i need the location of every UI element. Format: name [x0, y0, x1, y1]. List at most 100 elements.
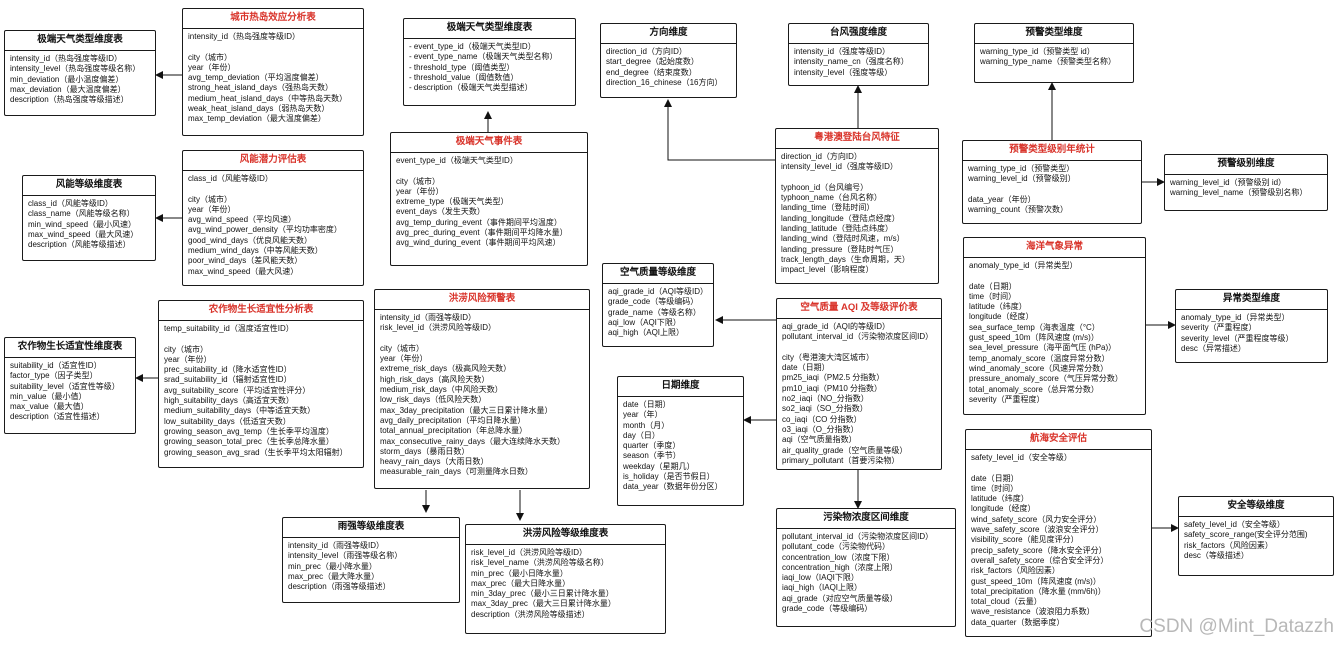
table-field: severity_level（严重程度等级）: [1181, 333, 1294, 343]
table-field: description（适宜性描述）: [10, 412, 105, 422]
table-field: latitude（纬度）: [969, 302, 1027, 312]
table-field: city（城市）: [164, 344, 208, 354]
table-field: warning_type_id（预警类型）: [968, 164, 1075, 173]
table-fields: anomaly_type_id（异常类型）date（日期）time（时间）lat…: [964, 258, 1145, 407]
table-field: end_degree（结束度数）: [606, 67, 697, 77]
table-field: high_risk_days（高风险天数）: [380, 374, 490, 384]
table-field: aqi_grade_id（AQI等级ID）: [608, 287, 708, 296]
table-field: track_length_days（生命周期，天）: [781, 254, 910, 264]
table-field: total_anomaly_score（总异常分数）: [969, 384, 1099, 394]
field-spacer: [396, 166, 582, 176]
table-field: class_id（风能等级ID）: [28, 199, 113, 208]
table-field: min_wind_speed（最小风速）: [28, 219, 137, 229]
table-field: year（年份）: [188, 62, 236, 72]
table-field: total_cloud（云量）: [971, 597, 1042, 607]
table-field: high_suitability_days（高适宜天数）: [164, 396, 294, 406]
table-field: start_degree（起始度数）: [606, 57, 699, 67]
table-field: max_temp_deviation（最大温度偏差）: [188, 114, 326, 124]
table-title: 预警级别维度: [1165, 155, 1327, 175]
table-field: primary_pollutant（首要污染物）: [782, 455, 900, 465]
field-spacer: [782, 343, 936, 353]
table-field: avg_suitability_score（平均适宜性评分）: [164, 385, 311, 395]
table-title: 异常类型维度: [1176, 290, 1327, 310]
table-field: max_prec（最大日降水量）: [471, 578, 571, 588]
table-field: safety_score_range(安全评分范围): [1184, 530, 1308, 540]
table-field: year（年）: [623, 410, 663, 420]
table-field: aqi（空气质量指数）: [782, 435, 857, 445]
table-field: description（雨强等级描述）: [288, 582, 391, 592]
table-field: intensity_level（强度等级）: [794, 67, 893, 77]
table-title: 雨强等级维度表: [283, 518, 459, 538]
table-field: intensity_id（雨强等级ID）: [288, 541, 385, 550]
table-field: latitude（纬度）: [971, 494, 1029, 504]
table-title: 极端天气事件表: [391, 133, 587, 153]
table-field: landing_wind（登陆时风速，m/s）: [781, 234, 905, 244]
table-fields: intensity_id（强度等级ID）intensity_name_cn（强度…: [789, 44, 928, 80]
table-field: suitability_level（适宜性等级）: [10, 381, 120, 391]
table-field: aqi_low（AQI下限）: [608, 317, 681, 327]
table-title: 城市热岛效应分析表: [183, 9, 363, 29]
table-title: 极端天气类型维度表: [5, 31, 155, 51]
table-field: grade_code（等级编码）: [608, 297, 699, 307]
table-field: time（时间）: [971, 483, 1019, 493]
table-field: warning_type_name（预警类型名称）: [980, 57, 1117, 67]
table-title: 空气质量 AQI 及等级评价表: [777, 299, 941, 319]
table-title: 极端天气类型维度表: [404, 19, 575, 39]
table-field: avg_prec_during_event（事件期间平均降水量）: [396, 228, 568, 238]
table-title: 洪涝风险等级维度表: [466, 525, 665, 545]
table-field: aqi_high（AQI上限）: [608, 328, 685, 338]
table-fields: event_type_id（极端天气类型ID）city（城市）year（年份）e…: [391, 153, 587, 251]
table-field: city（城市）: [380, 343, 424, 353]
table-field: data_quarter（数据季度）: [971, 617, 1065, 627]
table-field: warning_count（预警次数）: [968, 205, 1069, 215]
table-field: warning_level_name（预警级别名称）: [1170, 188, 1308, 198]
table-field: overall_safety_score（综合安全评分）: [971, 555, 1109, 565]
table-field: so2_iaqi（SO_分指数）: [782, 404, 868, 414]
table-field: grade_name（等级名称）: [608, 307, 701, 317]
field-spacer: [971, 463, 1146, 473]
table-field: growing_season_total_prec（生长季总降水量）: [164, 437, 334, 447]
table-field: severity（严重程度）: [969, 394, 1045, 404]
table-field: - description（极端天气类型描述）: [409, 83, 533, 93]
table-field: warning_level_id（预警级别）: [968, 174, 1076, 184]
table-title: 空气质量等级维度: [603, 264, 713, 284]
table-fields: class_id（风能等级ID）class_name（风能等级名称）min_wi…: [23, 196, 155, 252]
arrow-typhoon-to-direction: [664, 99, 775, 161]
table-field: no2_iaqi（NO_分指数）: [782, 394, 869, 404]
table-field: time（时间）: [969, 291, 1017, 301]
table-field: severity（严重程度）: [1181, 323, 1257, 333]
table-field: intensity_id（强度等级ID）: [794, 47, 891, 56]
table-extreme-weather-event: 极端天气事件表 event_type_id（极端天气类型ID） city（城市）ye…: [390, 132, 588, 266]
table-field: heavy_rain_days（大雨日数）: [380, 457, 489, 467]
table-fields: suitability_id（适宜性ID）factor_type（因子类型）su…: [5, 358, 135, 425]
table-field: typhoon_name（台风名称）: [781, 193, 882, 203]
table-field: year（年份）: [396, 186, 444, 196]
table-field: description（洪涝风险等级描述）: [471, 609, 590, 619]
table-title: 日期维度: [618, 377, 743, 397]
table-field: risk_level_name（洪涝风险等级名称）: [471, 558, 609, 568]
table-field: event_type_id（极端天气类型ID）: [396, 156, 518, 165]
table-field: city（城市）: [396, 176, 440, 186]
table-field: medium_heat_island_days（中等热岛天数）: [188, 93, 348, 103]
table-field: safety_level_id（安全等级）: [1184, 520, 1285, 529]
table-field: gust_speed_10m（阵风速度 (m/s)）: [971, 576, 1101, 586]
table-field: warning_level_id（预警级别 id）: [1170, 178, 1287, 187]
field-spacer: [380, 334, 584, 344]
table-field: growing_season_avg_temp（生长季平均温度）: [164, 426, 334, 436]
table-field: description（热岛强度等级描述）: [10, 95, 129, 105]
table-field: good_wind_days（优良风能天数）: [188, 235, 313, 245]
table-field: season（季节）: [623, 451, 681, 461]
table-field: landing_pressure（登陆时气压）: [781, 244, 899, 254]
table-field: max_consecutive_rainy_days（最大连续降水天数）: [380, 436, 565, 446]
table-title: 风能等级维度表: [23, 176, 155, 196]
table-title: 农作物生长适宜性分析表: [159, 301, 363, 321]
table-field: date（日期）: [969, 281, 1017, 291]
table-field: factor_type（因子类型）: [10, 371, 98, 381]
table-field: temp_suitability_id（温度适宜性ID）: [164, 324, 294, 333]
